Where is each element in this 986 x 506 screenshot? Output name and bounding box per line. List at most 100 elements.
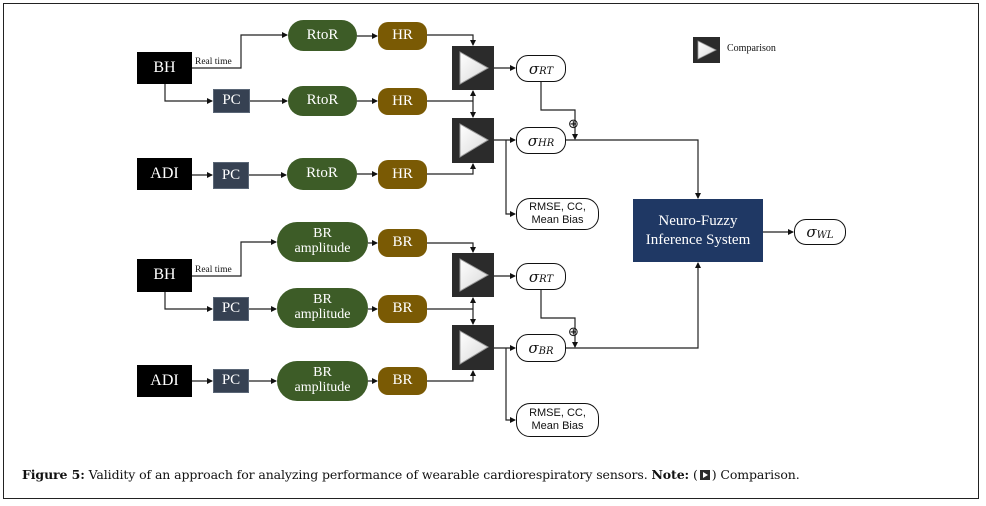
pc-block-hr-2: PC — [213, 162, 249, 189]
line-sigmart-combine — [540, 82, 578, 140]
realtime-label-br: Real time — [195, 265, 232, 275]
br-block-1: BR — [378, 229, 427, 257]
line-hr-comp1 — [427, 34, 476, 46]
pc-label: PC — [222, 92, 241, 109]
br-block-3: BR — [378, 367, 427, 395]
sigma-symbol: σ — [528, 59, 540, 78]
br-amplitude-line-2: amplitude — [294, 241, 351, 256]
figure-frame — [3, 3, 979, 499]
sigma-subscript: WL — [816, 229, 834, 241]
pc-block-hr-1: PC — [213, 89, 250, 113]
legend-comparison-icon — [693, 37, 720, 63]
hr-block-3: HR — [378, 160, 427, 189]
comparator-hr-adi — [452, 118, 494, 163]
caption-note-open: ( — [692, 467, 698, 482]
caption-label: Figure 5: — [22, 467, 85, 482]
rtor-label: RtoR — [306, 92, 339, 109]
metrics-br: RMSE, CC, Mean Bias — [516, 403, 599, 437]
hr-label: HR — [392, 165, 413, 182]
line-sigmahr-nfis — [566, 139, 701, 199]
br-label: BR — [392, 372, 413, 389]
combine-symbol-hr: ⊕ — [568, 117, 579, 132]
nfis-label-line-1: Neuro-Fuzzy — [658, 212, 738, 229]
sigma-subscript: HR — [538, 138, 555, 149]
comparison-icon — [459, 51, 490, 85]
line-bh-pc — [164, 84, 213, 104]
caption-note-label: Note: — [651, 467, 690, 482]
rtor-block-3: RtoR — [287, 158, 357, 190]
pc-label: PC — [221, 300, 241, 317]
sigma-subscript: RT — [539, 66, 554, 77]
pc-block-br-1: PC — [213, 297, 249, 321]
source-adi-label: ADI — [150, 371, 179, 389]
line-bh2-pc — [164, 292, 213, 312]
rtor-label: RtoR — [306, 26, 339, 43]
comparator-br-realtime — [452, 253, 494, 297]
hr-label: HR — [392, 92, 413, 109]
br-amplitude-line-1: BR — [313, 292, 332, 308]
metrics-line-1: RMSE, CC, — [529, 406, 586, 419]
source-adi-hr: ADI — [137, 158, 192, 190]
br-amplitude-line-2: amplitude — [294, 380, 351, 395]
sigma-symbol: σ — [528, 339, 539, 357]
sigma-symbol: σ — [806, 223, 817, 241]
source-bh-hr: BH — [137, 52, 192, 84]
metrics-hr: RMSE, CC, Mean Bias — [516, 198, 599, 230]
line-comp2-metrics — [505, 140, 516, 217]
sigma-symbol: σ — [528, 267, 540, 286]
neuro-fuzzy-inference-system: Neuro-Fuzzy Inference System — [633, 199, 763, 262]
br-amplitude-line-1: BR — [313, 365, 332, 381]
hr-block-2: HR — [378, 88, 427, 115]
figure-caption: Figure 5: Validity of an approach for an… — [22, 467, 800, 482]
source-adi-br: ADI — [137, 365, 192, 397]
line-bh2-realtime-bramp — [192, 239, 277, 277]
line-br3-comp4 — [427, 370, 476, 382]
br-block-2: BR — [378, 295, 427, 323]
pc-block-br-2: PC — [213, 369, 249, 393]
comparator-br-adi — [452, 325, 494, 370]
caption-note-close: ) Comparison. — [711, 467, 800, 482]
source-bh-hr-label: BH — [153, 58, 176, 76]
legend-label: Comparison — [727, 43, 776, 54]
comparison-icon — [459, 123, 489, 158]
line-bh-realtime-rtor — [192, 32, 288, 69]
rtor-block-2: RtoR — [288, 86, 357, 116]
sigma-subscript: BR — [538, 345, 554, 357]
comparator-hr-realtime — [452, 46, 494, 90]
comparison-icon — [697, 40, 717, 60]
rtor-block-1: RtoR — [288, 20, 357, 51]
comparison-icon — [459, 258, 490, 292]
hr-label: HR — [392, 27, 413, 44]
realtime-label-hr: Real time — [195, 57, 232, 67]
sigma-symbol: σ — [527, 131, 538, 150]
metrics-line-1: RMSE, CC, — [529, 200, 586, 213]
line-br1-comp3 — [427, 242, 476, 253]
br-amplitude-line-1: BR — [313, 226, 332, 242]
pc-label: PC — [221, 372, 241, 389]
metrics-line-2: Mean Bias — [531, 214, 584, 226]
br-amplitude-line-2: amplitude — [294, 307, 351, 322]
metrics-line-2: Mean Bias — [531, 420, 584, 432]
br-label: BR — [392, 300, 413, 317]
source-adi-label: ADI — [150, 164, 179, 182]
line-comp4-metrics — [505, 348, 516, 423]
caption-text: Validity of an approach for analyzing pe… — [88, 467, 648, 482]
sigma-subscript: RT — [539, 274, 554, 285]
source-bh-br: BH — [137, 259, 192, 292]
comparison-icon — [699, 470, 710, 480]
nfis-label-line-2: Inference System — [645, 231, 751, 248]
line-sigmabr-nfis — [566, 262, 701, 349]
rtor-label: RtoR — [306, 165, 338, 182]
combine-symbol-br: ⊕ — [568, 325, 579, 340]
source-bh-label: BH — [153, 266, 176, 284]
line-sigmart2-combine — [540, 290, 578, 348]
